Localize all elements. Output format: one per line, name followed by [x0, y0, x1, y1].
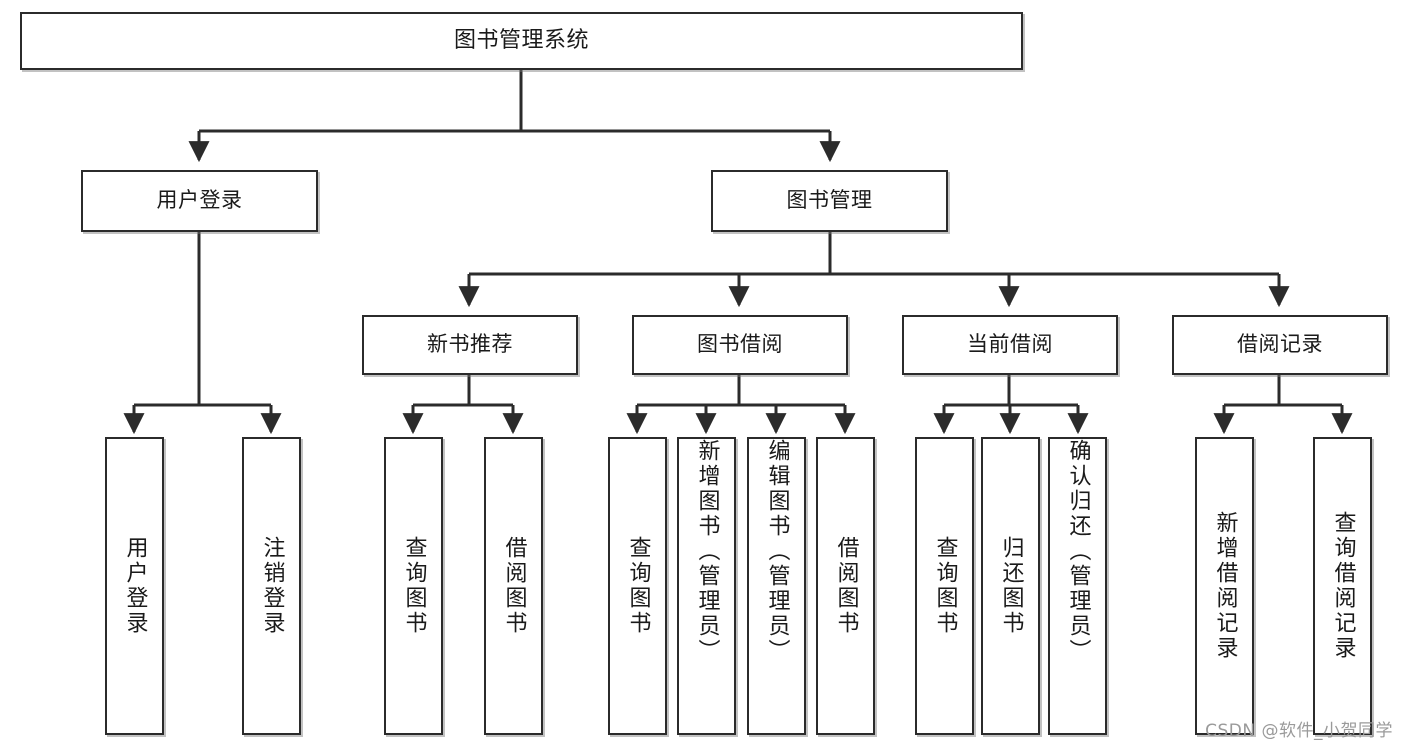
node-book-borrow[interactable]: 图书借阅: [632, 315, 848, 375]
node-label: 新增借阅记录: [1212, 511, 1238, 661]
node-label: 图书借阅: [697, 332, 783, 357]
node-label: 注销登录: [259, 536, 285, 636]
node-label: 借阅图书: [833, 536, 859, 636]
leaf-book-borrow-query-book[interactable]: 查询图书: [608, 437, 667, 735]
node-label: 编辑图书（管理员）: [764, 439, 790, 664]
node-label: 确认归还（管理员）: [1065, 439, 1091, 664]
leaf-user-login-login[interactable]: 用户登录: [105, 437, 164, 735]
leaf-current-borrow-return-book[interactable]: 归还图书: [981, 437, 1040, 735]
leaf-book-borrow-add-book-admin[interactable]: 新增图书（管理员）: [677, 437, 736, 735]
node-new-book-recommend[interactable]: 新书推荐: [362, 315, 578, 375]
leaf-user-login-logout[interactable]: 注销登录: [242, 437, 301, 735]
node-label: 查询借阅记录: [1330, 511, 1356, 661]
leaf-borrow-record-add-record[interactable]: 新增借阅记录: [1195, 437, 1254, 735]
node-label: 查询图书: [401, 536, 427, 636]
node-label: 查询图书: [625, 536, 651, 636]
leaf-book-borrow-borrow-book[interactable]: 借阅图书: [816, 437, 875, 735]
node-user-login[interactable]: 用户登录: [81, 170, 318, 232]
node-label: 借阅图书: [501, 536, 527, 636]
node-current-borrow[interactable]: 当前借阅: [902, 315, 1118, 375]
node-label: 当前借阅: [967, 332, 1053, 357]
watermark-text: CSDN @软件_小贺同学: [1205, 721, 1393, 741]
leaf-current-borrow-query-book[interactable]: 查询图书: [915, 437, 974, 735]
leaf-borrow-record-query-record[interactable]: 查询借阅记录: [1313, 437, 1372, 735]
node-label: 用户登录: [122, 536, 148, 636]
leaf-book-borrow-edit-book-admin[interactable]: 编辑图书（管理员）: [747, 437, 806, 735]
node-label: 新增图书（管理员）: [694, 439, 720, 664]
node-book-management[interactable]: 图书管理: [711, 170, 948, 232]
node-label: 归还图书: [998, 536, 1024, 636]
node-label: 图书管理系统: [453, 27, 589, 53]
leaf-current-borrow-confirm-return-admin[interactable]: 确认归还（管理员）: [1048, 437, 1107, 735]
node-label: 查询图书: [932, 536, 958, 636]
node-label: 借阅记录: [1237, 332, 1323, 357]
node-borrow-record[interactable]: 借阅记录: [1172, 315, 1388, 375]
leaf-new-book-query-book[interactable]: 查询图书: [384, 437, 443, 735]
node-label: 新书推荐: [427, 332, 513, 357]
node-root-book-management-system[interactable]: 图书管理系统: [20, 12, 1023, 70]
node-label: 图书管理: [786, 188, 873, 213]
node-label: 用户登录: [156, 188, 243, 213]
leaf-new-book-borrow-book[interactable]: 借阅图书: [484, 437, 543, 735]
